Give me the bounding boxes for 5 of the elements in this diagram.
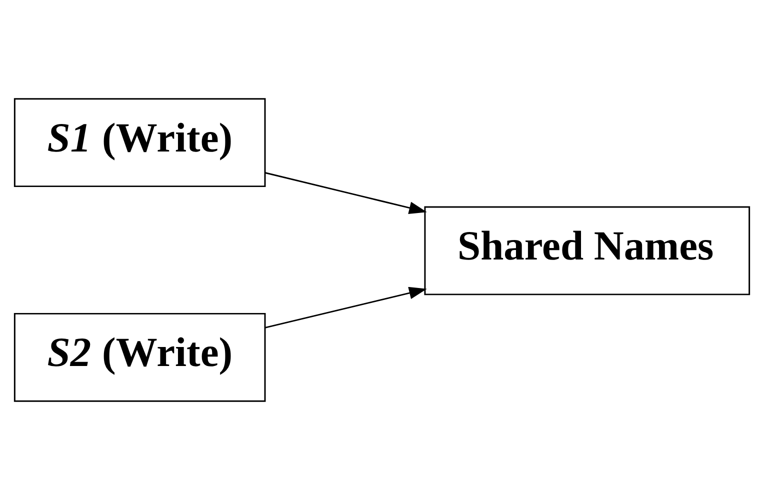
node-box: Shared Names (424, 206, 750, 295)
node-box: S2 (Write) (14, 312, 266, 402)
arrow (264, 172, 427, 214)
node-box: S1 (Write) (14, 98, 266, 187)
arrow (264, 286, 427, 328)
